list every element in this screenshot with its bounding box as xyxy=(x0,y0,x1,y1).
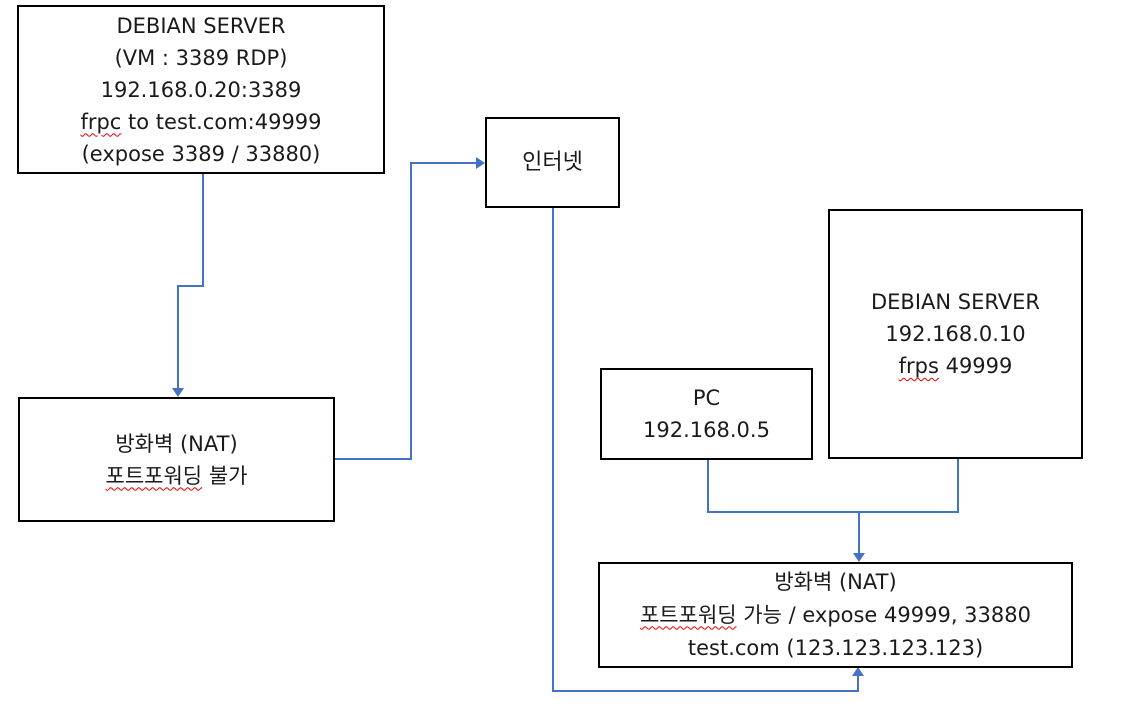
node-debian-frps-line2: 192.168.0.10 xyxy=(885,322,1026,346)
connector-vm-to-fwleft-segment xyxy=(202,174,204,287)
node-firewall-right-line2: 포트포워딩 가능 / expose 49999, 33880 xyxy=(640,599,1031,632)
arrowhead-into-firewall-right-top xyxy=(853,553,865,562)
node-debian-vm-line4: frpc to test.com:49999 xyxy=(80,106,321,138)
arrowhead-into-firewall-left xyxy=(172,388,184,397)
node-pc-line2: 192.168.0.5 xyxy=(643,418,770,442)
node-debian-frps-line3-rest: 49999 xyxy=(938,354,1013,378)
arrowhead-into-firewall-right-bottom xyxy=(852,667,864,676)
misspelled-word-portforwarding-right: 포트포워딩 xyxy=(639,602,737,627)
misspelled-word-frps: frps xyxy=(898,354,939,378)
node-firewall-right-line3: test.com (123.123.123.123) xyxy=(687,635,984,660)
node-firewall-right: 방화벽 (NAT) 포트포워딩 가능 / expose 49999, 33880… xyxy=(598,562,1073,668)
node-debian-frps: DEBIAN SERVER 192.168.0.10 frps 49999 xyxy=(828,209,1083,459)
connector-internet-to-fwright-segment xyxy=(552,690,859,692)
node-pc: PC 192.168.0.5 xyxy=(600,368,813,460)
node-internet-label: 인터넷 xyxy=(522,149,583,175)
connector-vm-to-fwleft-segment xyxy=(177,285,204,287)
connector-frps-to-fwright-segment xyxy=(957,459,959,513)
misspelled-word-frpc: frpc xyxy=(80,109,122,134)
node-debian-frps-line1: DEBIAN SERVER xyxy=(870,290,1041,314)
node-internet: 인터넷 xyxy=(485,117,620,208)
node-debian-frps-line3: frps 49999 xyxy=(899,350,1013,382)
node-firewall-left-line2-rest: 불가 xyxy=(202,463,248,488)
node-firewall-left-line2: 포트포워딩 불가 xyxy=(106,460,248,492)
node-firewall-right-line1: 방화벽 (NAT) xyxy=(774,569,897,594)
node-firewall-left: 방화벽 (NAT) 포트포워딩 불가 xyxy=(18,397,335,522)
connector-merge-segment xyxy=(707,511,959,513)
arrowhead-into-internet xyxy=(476,157,485,169)
connector-vm-to-fwleft-segment xyxy=(177,285,179,389)
connector-internet-to-fwright-segment xyxy=(857,675,859,692)
node-debian-vm-line4-rest: to test.com:49999 xyxy=(121,109,322,134)
connector-fwleft-to-internet-segment xyxy=(410,162,477,164)
node-debian-vm-line5: (expose 3389 / 33880) xyxy=(81,141,321,166)
node-pc-line1: PC xyxy=(692,386,721,410)
connector-pc-to-fwright-segment xyxy=(707,460,709,513)
node-debian-vm: DEBIAN SERVER (VM : 3389 RDP) 192.168.0.… xyxy=(17,5,385,174)
node-firewall-left-line1: 방화벽 (NAT) xyxy=(115,431,238,456)
connector-merge-to-fwright-segment xyxy=(858,511,860,553)
node-debian-vm-line1: DEBIAN SERVER xyxy=(116,13,286,38)
node-debian-vm-line2: (VM : 3389 RDP) xyxy=(114,45,288,70)
connector-fwleft-to-internet-segment xyxy=(410,162,412,460)
node-firewall-right-line2-rest: 가능 / expose 49999, 33880 xyxy=(736,602,1031,627)
connector-fwleft-to-internet-segment xyxy=(335,458,412,460)
node-debian-vm-line3: 192.168.0.20:3389 xyxy=(100,77,302,102)
misspelled-word-portforwarding-left: 포트포워딩 xyxy=(105,463,203,488)
connector-internet-to-fwright-segment xyxy=(552,208,554,692)
